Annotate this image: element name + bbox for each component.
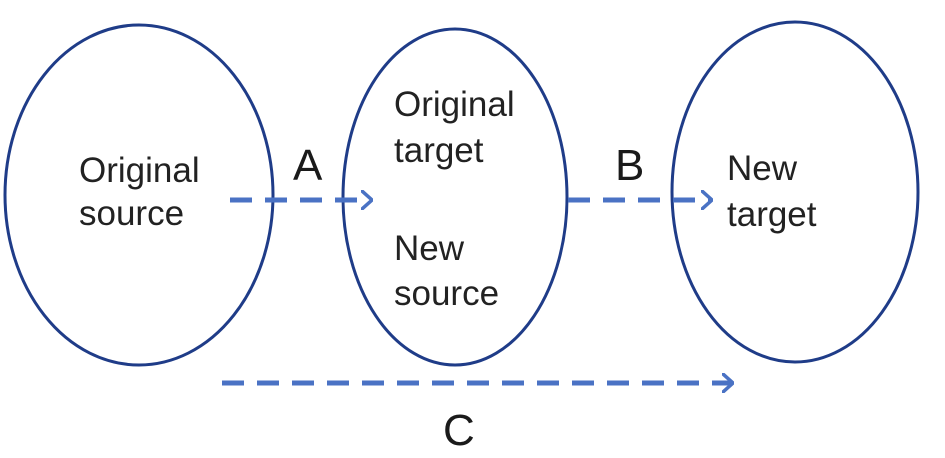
original-source-label: Original source <box>79 151 209 233</box>
new-source-line-2: source <box>394 274 499 313</box>
original-source-line-1: Original <box>79 151 200 190</box>
new-target-line-2: target <box>727 195 817 234</box>
original-source-node <box>3 23 275 367</box>
new-target-line-1: New <box>727 149 798 188</box>
original-target-line-1: Original <box>394 85 515 124</box>
middle-node <box>341 27 569 367</box>
edge-label-a: A <box>293 141 323 190</box>
new-source-label: New source <box>394 229 499 313</box>
original-source-line-2: source <box>79 194 184 233</box>
original-target-line-2: target <box>394 131 484 170</box>
edge-label-c: C <box>443 406 475 455</box>
new-target-node <box>670 20 920 364</box>
new-target-label: New target <box>727 149 817 234</box>
edge-label-b: B <box>615 141 644 190</box>
original-target-label: Original target <box>394 85 524 170</box>
new-source-line-1: New <box>394 229 465 268</box>
